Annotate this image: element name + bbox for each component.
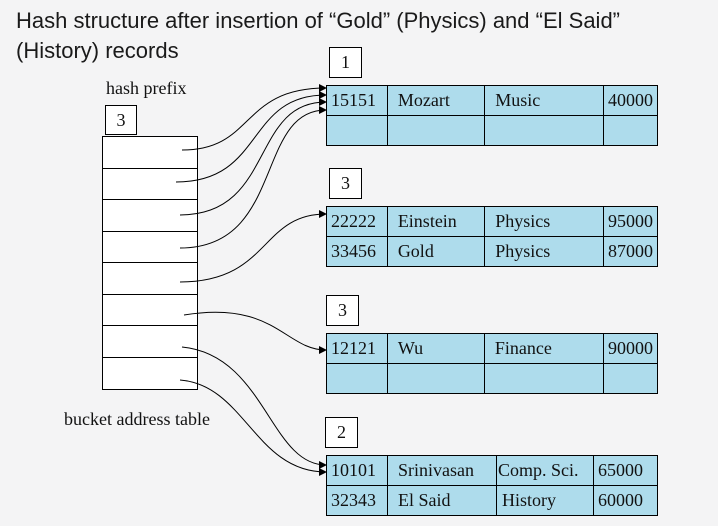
bucket-address-entry <box>103 295 197 326</box>
record-dept: Physics <box>484 206 604 237</box>
hash-prefix-label: hash prefix <box>106 78 187 98</box>
table-row <box>326 115 658 146</box>
pointer-arrow <box>179 106 327 249</box>
bucket-prefix: 3 <box>329 168 362 199</box>
table-row: 10101 Srinivasan Comp. Sci. 65000 <box>326 455 658 486</box>
pointer-arrow <box>175 91 327 183</box>
bucket-address-entry <box>103 326 197 358</box>
bucket-address-table <box>102 136 198 390</box>
record-salary: 90000 <box>603 333 658 364</box>
record-dept: Comp. Sci. <box>496 455 594 486</box>
record-salary <box>603 115 658 146</box>
bucket-address-entry <box>103 137 197 169</box>
table-row <box>326 363 658 394</box>
record-id <box>326 115 388 146</box>
pointer-arrow <box>179 210 327 283</box>
global-hash-prefix: 3 <box>105 105 137 135</box>
record-id: 10101 <box>326 455 388 486</box>
bucket-address-entry <box>103 169 197 200</box>
bucket-address-table-label: bucket address table <box>64 409 210 429</box>
bucket-prefix: 1 <box>329 47 362 78</box>
record-dept <box>483 363 605 394</box>
record-dept: History <box>496 485 594 516</box>
record-name: Mozart <box>386 85 486 116</box>
record-name <box>386 115 486 146</box>
bucket-3: 12121 Wu Finance 90000 <box>326 333 658 394</box>
record-dept <box>484 115 604 146</box>
record-id: 33456 <box>326 236 388 267</box>
record-name <box>386 363 485 394</box>
record-id <box>326 363 388 394</box>
pointer-arrow <box>183 311 327 354</box>
bucket-address-entry <box>103 263 197 295</box>
pointer-arrow <box>179 98 327 216</box>
record-name: Gold <box>386 236 486 267</box>
record-id: 22222 <box>326 206 388 237</box>
record-salary <box>603 363 658 394</box>
pointer-arrow <box>179 379 327 476</box>
bucket-1: 15151 Mozart Music 40000 <box>326 85 658 146</box>
record-dept: Physics <box>484 236 604 267</box>
record-salary: 40000 <box>603 85 658 116</box>
table-row: 32343 El Said History 60000 <box>326 485 658 516</box>
record-salary: 65000 <box>593 455 658 486</box>
bucket-4: 10101 Srinivasan Comp. Sci. 65000 32343 … <box>326 455 658 516</box>
record-name: Wu <box>386 333 485 364</box>
pointer-arrow <box>181 346 327 469</box>
record-salary: 87000 <box>603 236 658 267</box>
record-id: 32343 <box>326 485 388 516</box>
record-name: Srinivasan <box>387 455 497 486</box>
pointer-arrow <box>181 84 327 151</box>
table-row: 12121 Wu Finance 90000 <box>326 333 658 364</box>
table-row: 15151 Mozart Music 40000 <box>326 85 658 116</box>
bucket-prefix: 3 <box>326 295 359 326</box>
bucket-2: 22222 Einstein Physics 95000 33456 Gold … <box>326 206 658 267</box>
record-salary: 60000 <box>593 485 658 516</box>
bucket-prefix: 2 <box>325 417 358 448</box>
record-name: El Said <box>387 485 497 516</box>
bucket-address-entry <box>103 200 197 232</box>
page-title: Hash structure after insertion of “Gold”… <box>16 8 621 63</box>
bucket-address-entry <box>103 232 197 263</box>
table-row: 33456 Gold Physics 87000 <box>326 236 658 267</box>
